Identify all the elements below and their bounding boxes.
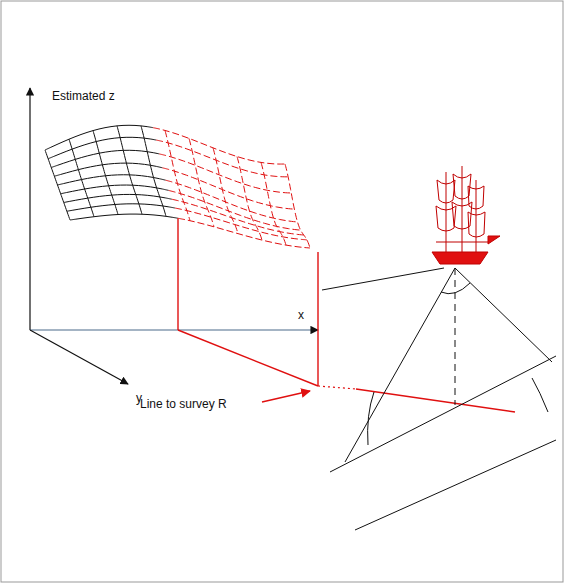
y-axis <box>30 330 128 384</box>
cone-edge <box>455 268 552 362</box>
ship-hull <box>432 252 488 264</box>
survey-line-dotted <box>318 386 356 389</box>
mesh-line <box>54 163 162 176</box>
ship-mast <box>462 166 463 252</box>
mesh-line <box>117 126 142 214</box>
view-cone <box>322 268 556 530</box>
callout-label: Line to survey R <box>140 398 227 412</box>
survey-mesh-line <box>178 218 310 248</box>
mesh-line <box>48 137 156 158</box>
ground-line <box>355 440 556 530</box>
mesh-line <box>70 214 178 220</box>
projection-line <box>317 252 318 386</box>
survey-projection <box>178 218 318 386</box>
projection-line <box>178 330 318 386</box>
cone-section <box>368 392 374 445</box>
ship-sail <box>468 212 485 237</box>
ship-mast <box>476 180 477 252</box>
survey-mesh-line <box>172 199 304 235</box>
plumb-line <box>455 268 456 405</box>
ship-icon <box>432 166 500 264</box>
projection-line <box>177 218 178 330</box>
mesh-line <box>51 150 159 167</box>
survey-mesh-line <box>166 180 298 222</box>
survey-mesh-line <box>175 208 307 240</box>
cone-edge <box>345 268 455 462</box>
mesh-line <box>93 131 118 215</box>
axis-label: x <box>298 309 304 323</box>
survey-mesh-line <box>159 154 291 193</box>
pointer-arrow <box>262 391 310 402</box>
survey-mesh-line <box>189 138 214 226</box>
x-axis <box>30 329 318 330</box>
z-axis <box>29 88 30 330</box>
mesh-line <box>64 194 172 202</box>
ground-line <box>330 356 556 472</box>
mesh-line <box>61 185 169 194</box>
cone-section <box>532 378 548 412</box>
sight-line <box>322 268 444 290</box>
ship-rail <box>436 242 488 243</box>
axis-label: Estimated z <box>52 90 115 104</box>
ship-sail <box>437 180 455 203</box>
survey-mesh-line <box>237 157 262 241</box>
angle-arc <box>441 283 470 294</box>
mesh-line <box>58 175 166 185</box>
survey-mesh-line <box>153 128 285 164</box>
mesh-line <box>67 204 175 211</box>
ship-bowsprit <box>488 236 500 244</box>
survey-mesh-line <box>285 164 310 248</box>
ship-sail <box>468 186 484 209</box>
